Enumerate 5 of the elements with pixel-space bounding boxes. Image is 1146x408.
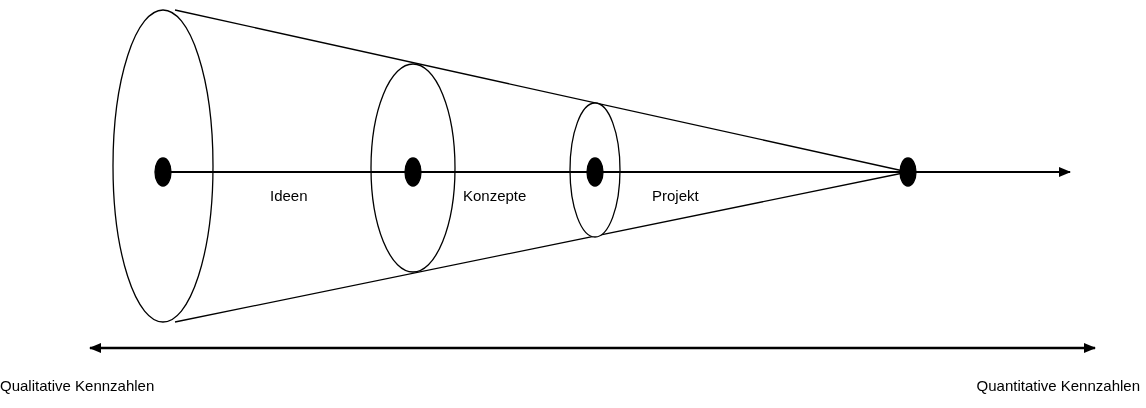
stage-label: Projekt — [652, 187, 699, 205]
scale-label: Qualitative Kennzahlen — [0, 377, 155, 395]
stage-label: Ideen — [270, 187, 308, 205]
scale-label: Quantitative Kennzahlen — [976, 377, 1140, 395]
stage-label: Konzepte — [463, 187, 527, 205]
